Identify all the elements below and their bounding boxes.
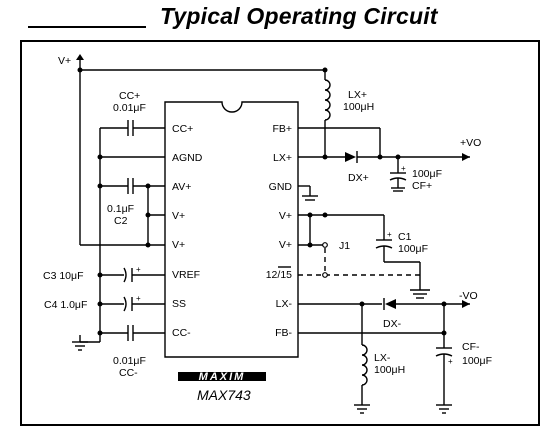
out-neg-arrow-icon [462, 300, 470, 308]
pin-fb-minus: FB- [275, 327, 292, 339]
inductor-lx-plus-name: LX+ [348, 89, 367, 101]
cap-c3-label: C3 10μF [43, 270, 83, 282]
cap-cc-plus-value: 0.01μF [113, 102, 146, 114]
inductor-lx-minus-value: 100μH [374, 364, 405, 376]
diode-dx-plus-label: DX+ [348, 172, 369, 184]
cap-cc-minus: 0.01μF CC- [97, 325, 165, 379]
cap-c1-value: 100μF [398, 243, 428, 255]
cap-cf-plus: + 100μF CF+ [389, 157, 442, 192]
out-pos-arrow-icon [462, 153, 470, 161]
ground-symbol-gnd-pin [298, 185, 318, 201]
pin-v-plus-right-2: V+ [279, 239, 292, 251]
ic-left-pin-labels: CC+ AGND AV+ V+ V+ VREF SS CC- [172, 123, 203, 339]
page-title: Typical Operating Circuit [160, 3, 438, 29]
cap-c4-label: C4 1.0μF [44, 299, 87, 311]
pin-lx-minus: LX- [276, 298, 293, 310]
vplus-arrow-icon [76, 54, 84, 60]
cap-cf-plus-value: 100μF [412, 168, 442, 180]
pin-lx-plus: LX+ [273, 152, 292, 164]
cap-cf-minus-name: CF- [462, 341, 480, 353]
inductor-lx-minus-name: LX- [374, 352, 391, 364]
inductor-lx-plus-value: 100μH [343, 101, 374, 113]
cap-cf-minus: + CF- 100μF [435, 333, 492, 414]
cap-cc-minus-name: CC- [119, 367, 138, 379]
cap-c2: 0.1μF C2 [97, 178, 165, 248]
pin-v-plus-left-1: V+ [172, 210, 185, 222]
ground-symbol-left [72, 335, 100, 351]
cap-c1-name: C1 [398, 231, 412, 243]
pin-agnd: AGND [172, 152, 203, 164]
vplus-supply-label: V+ [58, 55, 71, 67]
pin-fb-plus: FB+ [272, 123, 292, 135]
diode-dx-minus: DX- [383, 298, 470, 330]
cap-cf-minus-value: 100μF [462, 355, 492, 367]
pin-ss: SS [172, 298, 186, 310]
jumper-j1: J1 [298, 240, 420, 278]
pin-v-plus-right-1: V+ [279, 210, 292, 222]
out-pos-label: +VO [460, 137, 481, 149]
pin-vref: VREF [172, 269, 200, 281]
pin-12-15: 12/15 [266, 269, 292, 281]
svg-text:+: + [387, 230, 392, 239]
cap-c3: + C3 10μF [43, 265, 165, 283]
svg-text:+: + [448, 357, 453, 366]
svg-text:+: + [136, 294, 141, 303]
pin-av-plus: AV+ [172, 181, 191, 193]
svg-text:+: + [401, 164, 406, 173]
diode-dx-minus-label: DX- [383, 318, 402, 330]
cap-c4: + C4 1.0μF [44, 294, 165, 312]
cap-cc-plus-name: CC+ [119, 90, 140, 102]
heading-rule [28, 26, 146, 28]
ic-right-pin-labels: FB+ LX+ GND V+ V+ 12/15 LX- FB- [266, 123, 293, 339]
pin-v-plus-left-2: V+ [172, 239, 185, 251]
inductor-lx-minus: LX- 100μH [354, 304, 405, 414]
cap-cc-plus: CC+ 0.01μF [100, 90, 165, 136]
out-neg-label: -VO [459, 290, 478, 302]
cap-cf-plus-name: CF+ [412, 180, 432, 192]
inductor-lx-plus: LX+ 100μH [324, 70, 374, 157]
diode-dx-plus: DX+ [345, 151, 470, 184]
svg-text:MAXIM: MAXIM [199, 371, 246, 383]
cap-c2-name: C2 [114, 215, 128, 227]
part-number: MAX743 [197, 387, 251, 403]
pin-cc-plus: CC+ [172, 123, 193, 135]
circuit-frame [20, 40, 540, 426]
cap-cc-minus-value: 0.01μF [113, 355, 146, 367]
pin-gnd: GND [269, 181, 293, 193]
pin-cc-minus: CC- [172, 327, 191, 339]
cap-c2-value: 0.1μF [107, 203, 134, 215]
ic-package [164, 101, 299, 358]
cap-c1: + C1 100μF [375, 215, 428, 262]
jumper-j1-label: J1 [339, 240, 350, 252]
svg-text:+: + [136, 265, 141, 274]
ground-symbol-right [384, 261, 430, 299]
maxim-logo: MAXIM [178, 371, 266, 383]
